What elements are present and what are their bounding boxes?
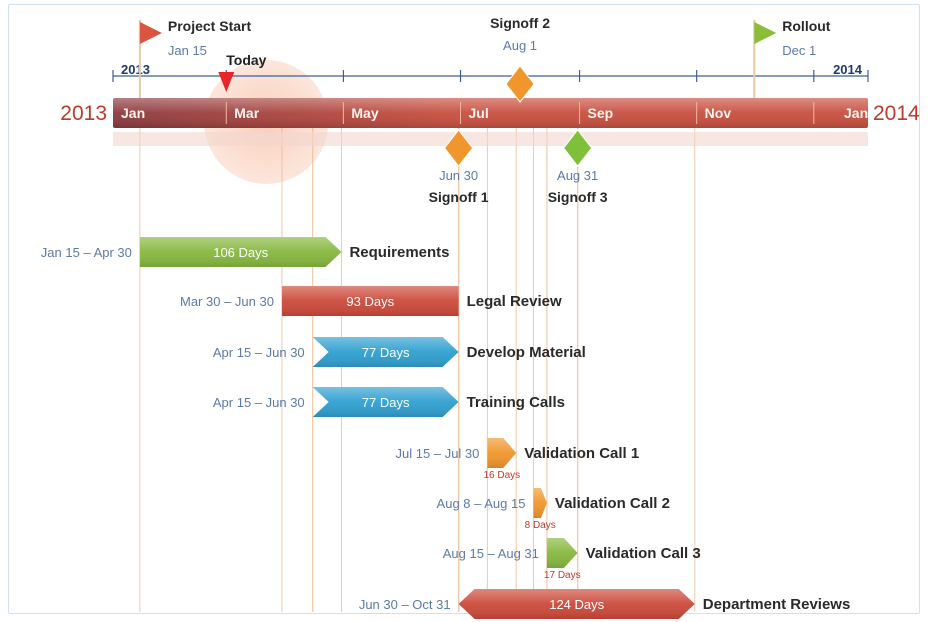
task-duration: 17 Days xyxy=(544,570,581,581)
task-date-range: Apr 15 – Jun 30 xyxy=(213,345,305,360)
task-name: Requirements xyxy=(349,244,449,261)
task-date-range: Jun 30 – Oct 31 xyxy=(359,597,451,612)
task-duration: 106 Days xyxy=(213,245,268,260)
month-label: Jan xyxy=(121,105,145,121)
milestone-name: Signoff 3 xyxy=(548,189,608,205)
task-name: Training Calls xyxy=(467,394,565,411)
milestone-name: Signoff 2 xyxy=(490,15,550,31)
task-name: Validation Call 2 xyxy=(555,495,670,512)
milestone-name: Project Start xyxy=(168,18,252,34)
milestone-date: Aug 1 xyxy=(503,38,537,53)
month-label: Jul xyxy=(469,105,489,121)
task-date-range: Apr 15 – Jun 30 xyxy=(213,395,305,410)
milestone-diamond-icon xyxy=(443,129,474,167)
milestone-diamond-icon xyxy=(563,129,593,167)
today-marker-icon xyxy=(218,72,235,92)
milestone-date: Dec 1 xyxy=(782,43,816,58)
month-label: Jan xyxy=(844,105,868,121)
task-name: Department Reviews xyxy=(703,596,851,613)
month-label: Mar xyxy=(234,105,259,121)
task-duration: 16 Days xyxy=(483,470,520,481)
task-bar-gloss xyxy=(487,438,517,468)
milestone-date: Jun 30 xyxy=(439,168,478,183)
task-bar-gloss xyxy=(139,237,342,267)
guide-lines xyxy=(139,128,696,612)
task-bar-gloss xyxy=(312,337,459,367)
milestone-flag-icon xyxy=(139,22,162,44)
month-label: May xyxy=(351,105,378,121)
task-date-range: Aug 8 – Aug 15 xyxy=(437,496,526,511)
milestone-flag-icon xyxy=(754,22,777,44)
milestone-name: Signoff 1 xyxy=(429,189,489,205)
task-name: Develop Material xyxy=(467,344,586,361)
band-left-year: 2013 xyxy=(60,102,107,125)
task-bar-gloss xyxy=(458,589,695,619)
task-bar-gloss xyxy=(546,538,578,568)
task-date-range: Mar 30 – Jun 30 xyxy=(180,294,274,309)
milestone-date: Aug 31 xyxy=(557,168,598,183)
task-duration: 124 Days xyxy=(549,597,604,612)
band-right-year: 2014 xyxy=(873,102,920,125)
task-duration: 8 Days xyxy=(525,520,556,531)
month-band-gloss xyxy=(113,98,868,128)
today-label: Today xyxy=(226,52,266,68)
task-bar-gloss xyxy=(312,387,459,417)
task-duration: 77 Days xyxy=(362,345,410,360)
task-duration: 93 Days xyxy=(346,294,394,309)
task-name: Legal Review xyxy=(467,293,562,310)
milestone-diamond-icon xyxy=(505,65,535,103)
task-name: Validation Call 3 xyxy=(586,545,701,562)
task-bar-gloss xyxy=(533,488,547,518)
task-date-range: Jan 15 – Apr 30 xyxy=(41,245,132,260)
task-bar-gloss xyxy=(281,286,459,316)
task-name: Validation Call 1 xyxy=(524,445,639,462)
milestone-name: Rollout xyxy=(782,18,831,34)
timeline-frame xyxy=(8,4,920,614)
year-scale-start-label: 2013 xyxy=(121,62,150,77)
task-date-range: Jul 15 – Jul 30 xyxy=(396,446,480,461)
month-label: Nov xyxy=(705,105,732,121)
month-band-shadow xyxy=(113,132,868,146)
milestone-date: Jan 15 xyxy=(168,43,207,58)
task-duration: 77 Days xyxy=(362,395,410,410)
task-date-range: Aug 15 – Aug 31 xyxy=(443,546,539,561)
year-scale-end-label: 2014 xyxy=(833,62,863,77)
month-label: Sep xyxy=(588,105,614,121)
